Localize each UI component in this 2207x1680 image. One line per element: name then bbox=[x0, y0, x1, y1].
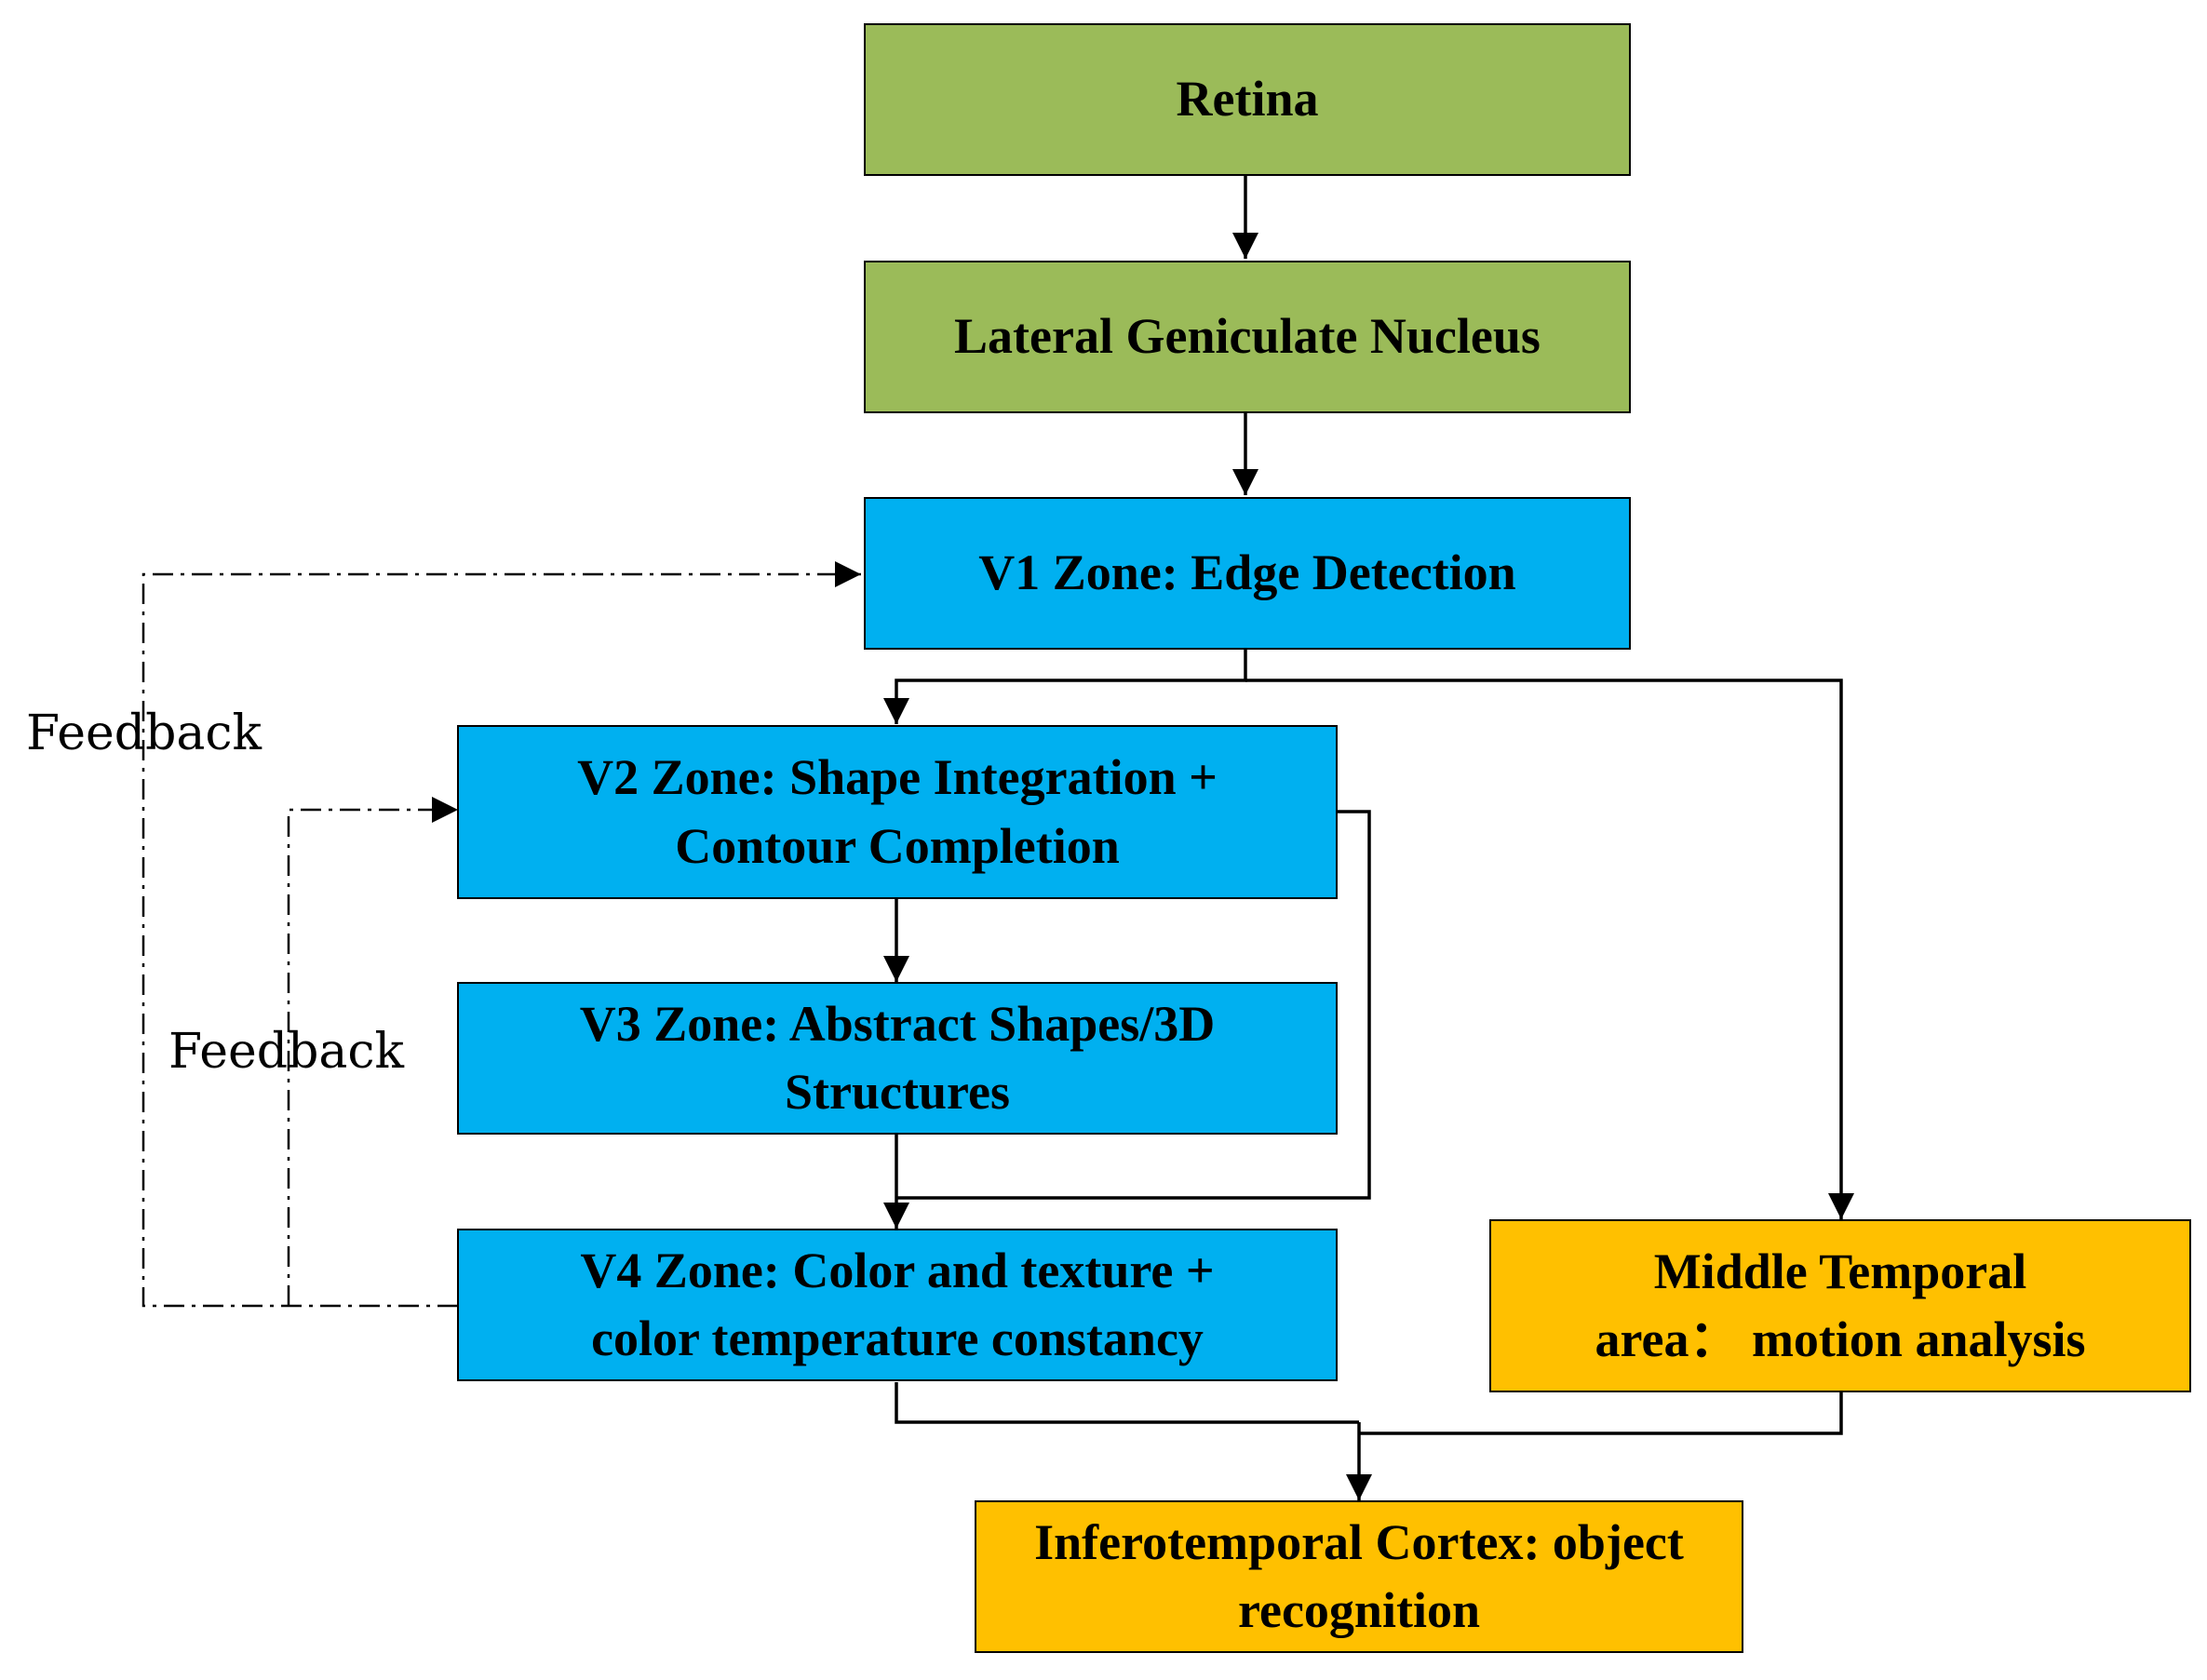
connector-v2-v3-to-v4 bbox=[883, 810, 1371, 1229]
retina-box: Retina bbox=[864, 23, 1631, 176]
it-label: Inferotemporal Cortex: object recognitio… bbox=[1034, 1513, 1684, 1638]
v2-label: V2 Zone: Shape Integration + Contour Com… bbox=[577, 749, 1218, 874]
v3-label: V3 Zone: Abstract Shapes/3D Structures bbox=[579, 995, 1216, 1120]
retina-label: Retina bbox=[1176, 71, 1319, 128]
v2-box: V2 Zone: Shape Integration + Contour Com… bbox=[457, 725, 1338, 899]
v4-box: V4 Zone: Color and texture + color tempe… bbox=[457, 1229, 1338, 1381]
v1-box: V1 Zone: Edge Detection bbox=[864, 497, 1631, 650]
connector-v1-split bbox=[883, 649, 1854, 1219]
feedback-v4-to-v2 bbox=[287, 797, 458, 1306]
lgn-box: Lateral Geniculate Nucleus bbox=[864, 261, 1631, 413]
lgn-label: Lateral Geniculate Nucleus bbox=[954, 308, 1541, 365]
feedback-label-outer: Feedback bbox=[26, 706, 262, 761]
mt-box: Middle Temporal area： motion analysis bbox=[1489, 1219, 2191, 1392]
feedback-label-inner: Feedback bbox=[168, 1024, 404, 1080]
connector-to-it bbox=[895, 1382, 1843, 1500]
feedback-v4-to-v1 bbox=[141, 561, 861, 1308]
it-box: Inferotemporal Cortex: object recognitio… bbox=[975, 1500, 1743, 1653]
v3-box: V3 Zone: Abstract Shapes/3D Structures bbox=[457, 982, 1338, 1135]
v4-label: V4 Zone: Color and texture + color tempe… bbox=[580, 1242, 1215, 1366]
mt-label: Middle Temporal area： motion analysis bbox=[1595, 1243, 2086, 1367]
v1-label: V1 Zone: Edge Detection bbox=[978, 544, 1516, 601]
